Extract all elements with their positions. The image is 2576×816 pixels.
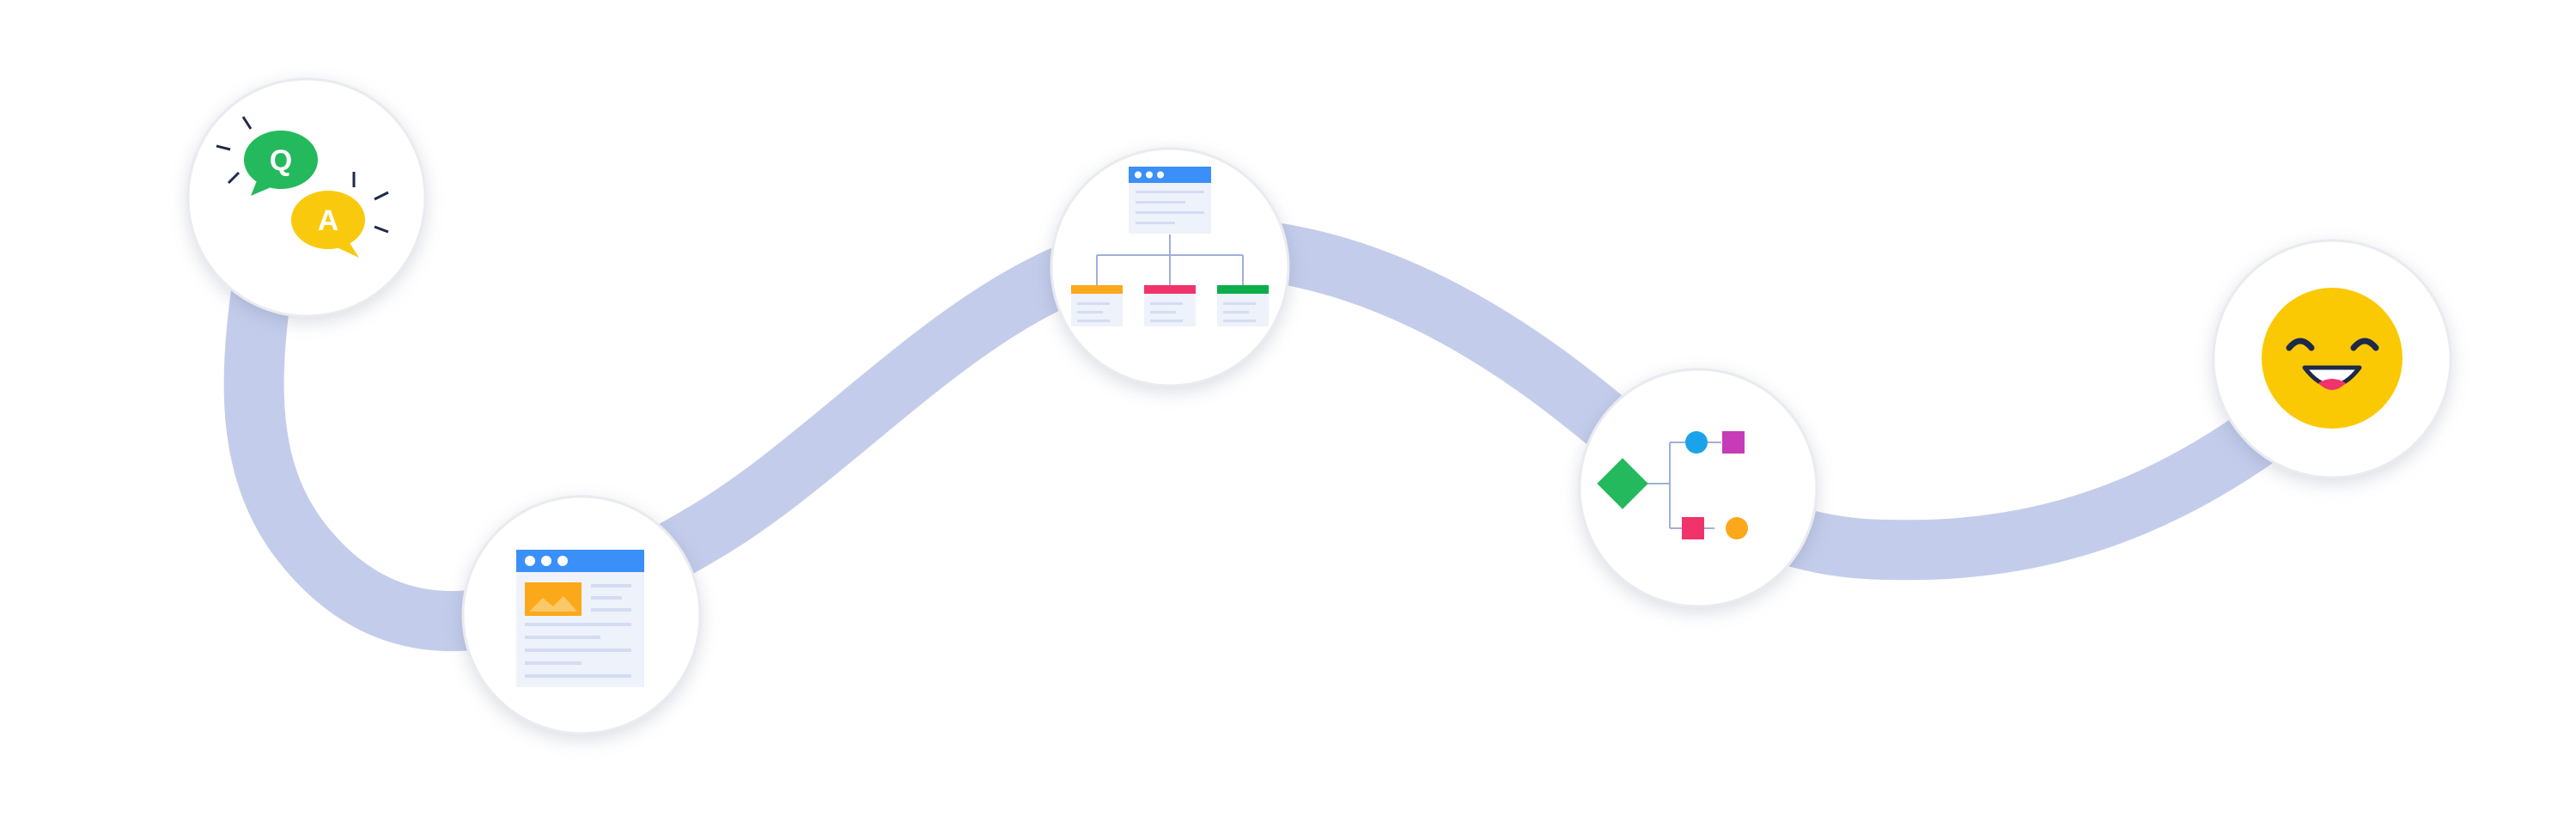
a-bubble: A: [291, 191, 365, 258]
journey-path: [223, 172, 2332, 652]
flowchart-decision-icon: [1597, 431, 1748, 539]
qa-burst-lines-icon: [216, 116, 389, 234]
sitemap-hierarchy-icon: [1071, 167, 1269, 326]
a-label: A: [318, 204, 339, 237]
happy-face-icon: [2262, 288, 2402, 429]
q-label: Q: [270, 144, 292, 177]
node-flowchart: [1578, 368, 1818, 608]
q-bubble: Q: [244, 131, 318, 196]
webpage-layout-icon: [516, 550, 644, 687]
qa-speech-bubbles-icon: Q A: [216, 116, 389, 258]
